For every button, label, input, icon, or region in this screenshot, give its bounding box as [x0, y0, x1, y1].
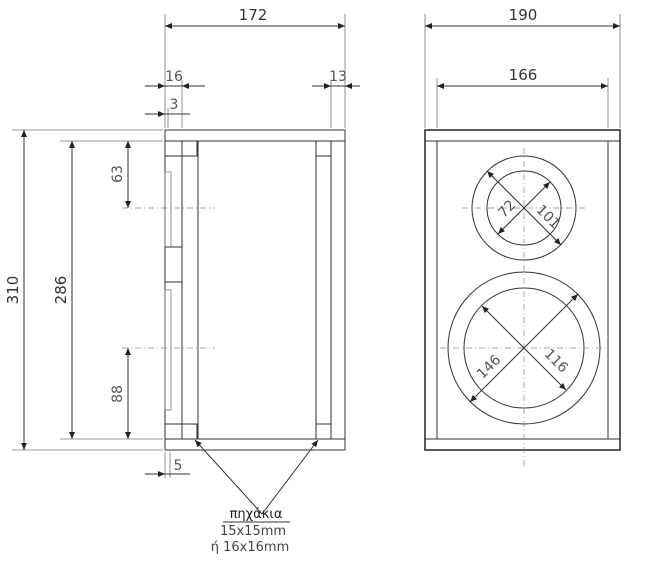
- back-panel-inner: [315, 140, 332, 440]
- tweeter-cutout: [164, 171, 172, 248]
- front-baffle-inner: [181, 140, 199, 440]
- back-panel: [330, 140, 346, 440]
- note-title: πηχάκια: [230, 507, 283, 522]
- dim-310: 310: [4, 276, 22, 305]
- dim-3: 3: [170, 97, 179, 113]
- woofer-dia-116: [481, 305, 567, 391]
- top-panel: [164, 129, 346, 142]
- woofer-cutout: [164, 289, 172, 411]
- front-view: 72 101 146 116 190 166: [424, 6, 621, 468]
- front-inner: [436, 140, 609, 440]
- dim-146: 146: [474, 352, 504, 382]
- dim-16: 16: [165, 69, 183, 85]
- leader-back: [261, 439, 319, 515]
- dim-88: 88: [110, 385, 126, 403]
- side-view: 172 16 3 13 310 286 63 88 5: [4, 6, 360, 555]
- dim-286: 286: [52, 276, 70, 305]
- dim-5: 5: [174, 458, 183, 474]
- dim-116: 116: [541, 346, 571, 376]
- dim-101: 101: [533, 202, 563, 232]
- leader-front: [194, 439, 263, 515]
- rebate-top: [164, 140, 183, 157]
- dim-172: 172: [239, 6, 268, 24]
- dim-166: 166: [509, 66, 538, 84]
- note-size2: ή 16x16mm: [211, 540, 289, 555]
- tweeter-dia-101: [486, 170, 562, 246]
- bottom-panel: [164, 438, 346, 451]
- dim-190: 190: [509, 6, 538, 24]
- rebate-bottom: [164, 423, 183, 440]
- dim-72: 72: [495, 197, 519, 221]
- cleat-top-back: [315, 140, 332, 157]
- dim-63: 63: [110, 165, 126, 183]
- baffle-brace: [164, 246, 183, 283]
- dim-13: 13: [329, 69, 347, 85]
- note-size1: 15x15mm: [220, 524, 286, 539]
- cleat-bottom-front: [181, 423, 198, 440]
- cleat-top-front: [181, 140, 198, 157]
- cleat-bottom-back: [315, 423, 332, 440]
- front-outer: [424, 129, 621, 451]
